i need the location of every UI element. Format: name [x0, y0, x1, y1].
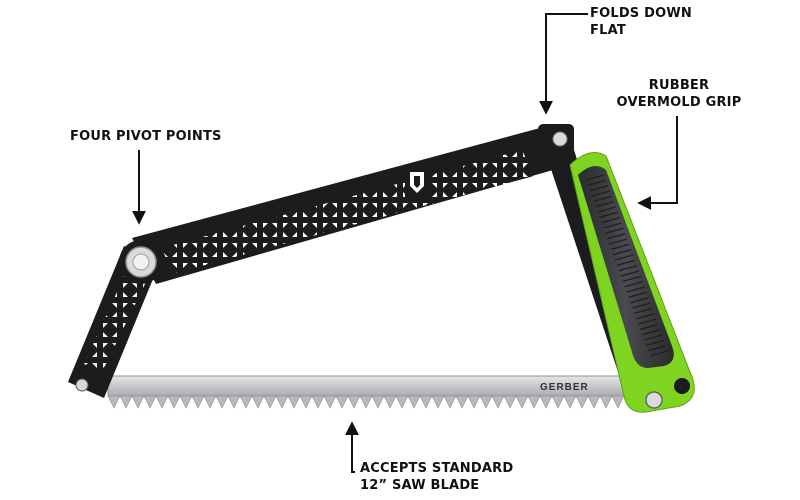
- grip-ridge: [591, 190, 611, 197]
- grip-ridge: [638, 318, 657, 325]
- grip-ridge: [612, 248, 632, 256]
- grip-ridge: [587, 179, 607, 187]
- grip-ridge: [616, 259, 636, 267]
- grip-ridge: [620, 270, 640, 277]
- callout-blade-line2: 12” SAW BLADE: [360, 478, 480, 493]
- handle-arm: [548, 150, 695, 413]
- grip-ridge: [614, 254, 634, 261]
- grip-ridge: [647, 344, 667, 352]
- grip-ridge: [624, 280, 643, 288]
- left-arm: [68, 246, 160, 398]
- grip-ridge: [634, 307, 653, 315]
- grip-ridge: [601, 216, 620, 224]
- grip-ridge: [643, 334, 663, 341]
- callout-rubber-line1: RUBBER: [648, 78, 710, 93]
- grip-ridge: [622, 275, 642, 283]
- arrow-folds: [539, 13, 588, 115]
- grip-ridge: [611, 243, 630, 251]
- grip-ridge: [593, 195, 612, 203]
- blade-teeth: [107, 395, 637, 409]
- grip-ridge: [642, 328, 661, 336]
- grip-ridge: [630, 296, 649, 304]
- callout-arrows: [132, 13, 678, 473]
- grip-ridge: [597, 206, 616, 213]
- callout-pivot-line1: FOUR PIVOT POINTS: [70, 129, 222, 144]
- callout-folds-down-flat: FOLDS DOWN FLAT: [590, 5, 692, 39]
- top-beam: [132, 128, 560, 284]
- grip-ridge: [649, 350, 669, 357]
- saw-blade: GERBER: [107, 375, 637, 409]
- blade-bolt: [645, 391, 663, 409]
- grip-ridge: [618, 264, 638, 272]
- gerber-shield-icon: [405, 166, 429, 198]
- grip-ridge: [585, 174, 605, 181]
- grip-ridge: [603, 222, 622, 229]
- callout-rubber-line2: OVERMOLD GRIP: [616, 95, 742, 110]
- callout-folds-line1: FOLDS DOWN: [590, 6, 692, 21]
- grip-ridge: [628, 291, 647, 299]
- arrow-rubber: [637, 116, 678, 210]
- blade-brand-label: GERBER: [540, 382, 589, 393]
- pivot-bolt-icon: [75, 378, 89, 392]
- pivot-bolt-bottom-right: [674, 378, 690, 394]
- callout-standard-blade: ACCEPTS STANDARD 12” SAW BLADE: [360, 460, 513, 494]
- callout-folds-line2: FLAT: [590, 23, 626, 38]
- grip-ridges: [585, 174, 669, 357]
- grip-ridge: [632, 302, 651, 309]
- callout-rubber-grip: RUBBER OVERMOLD GRIP: [612, 77, 746, 111]
- grip-ridge: [605, 227, 624, 235]
- arrow-blade: [345, 421, 359, 473]
- pivot-bolt-left: [119, 240, 163, 284]
- grip-ridge: [607, 232, 626, 240]
- grip-ridge: [609, 238, 628, 245]
- grip-ridge: [636, 312, 655, 320]
- grip-ridge: [599, 211, 618, 219]
- grip-ridge: [595, 200, 614, 208]
- callout-four-pivot-points: FOUR PIVOT POINTS: [70, 128, 222, 145]
- grip-ridge: [645, 339, 665, 347]
- grip-ridge: [589, 184, 609, 192]
- grip-ridge: [640, 323, 659, 331]
- callout-blade-line1: ACCEPTS STANDARD: [360, 461, 514, 476]
- grip-ridge: [626, 286, 645, 293]
